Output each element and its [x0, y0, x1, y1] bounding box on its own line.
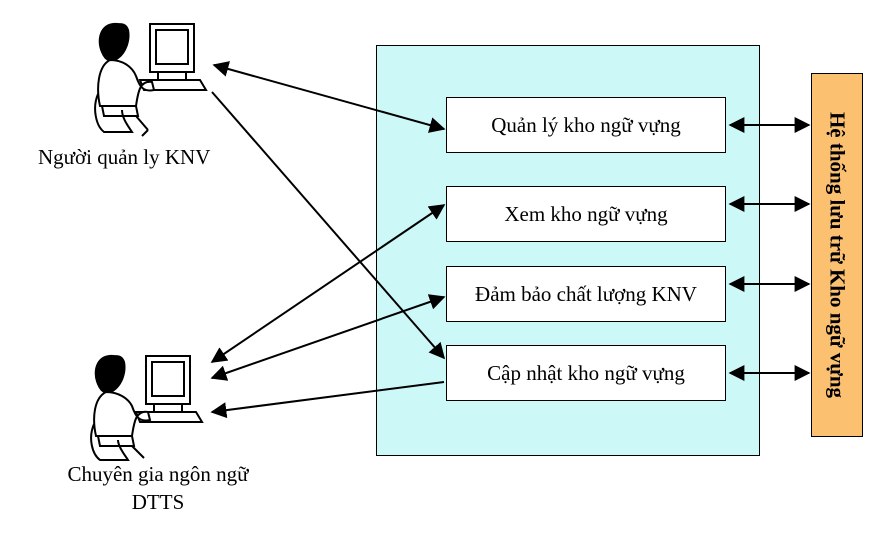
arrow-manager-update [211, 91, 446, 360]
actor-expert-label: Chuyên gia ngôn ngữ DTTS [67, 462, 249, 514]
person-at-computer-icon [94, 22, 208, 137]
function-label: Cập nhật kho ngữ vựng [487, 360, 685, 385]
function-label: Xem kho ngữ vựng [504, 201, 668, 226]
arrow-manager-manage [212, 61, 446, 133]
person-at-computer-icon [90, 354, 204, 461]
function-view-vocabulary: Xem kho ngữ vựng [446, 186, 726, 242]
function-label: Đảm bảo chất lượng KNV [475, 281, 697, 306]
arrow-update-expert [210, 381, 445, 419]
function-update-vocabulary: Cập nhật kho ngữ vựng [446, 345, 726, 401]
arrow-expert-quality [210, 294, 446, 381]
actor-manager-label: Người quản ly KNV [38, 145, 211, 169]
function-quality-assurance: Đảm bảo chất lượng KNV [446, 266, 726, 322]
storage-system-box [811, 73, 863, 437]
function-label: Quản lý kho ngữ vựng [491, 112, 681, 137]
function-manage-vocabulary: Quản lý kho ngữ vựng [446, 97, 726, 153]
